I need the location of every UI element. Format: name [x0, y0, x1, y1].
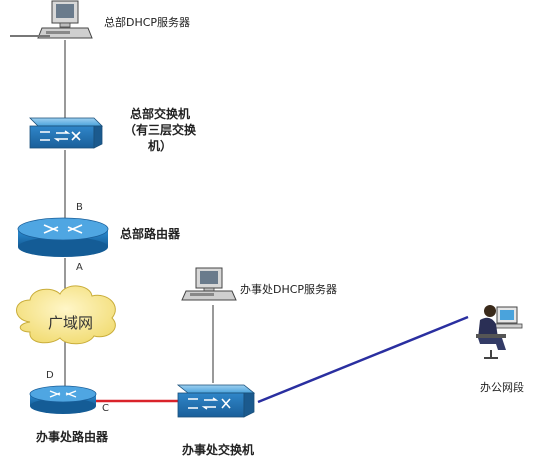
hq-switch-label: 总部交换机 （有三层交换 机） — [112, 106, 208, 154]
branch-router-icon — [29, 385, 97, 414]
hq-router-icon — [17, 217, 109, 257]
port-b-label: B — [76, 202, 83, 213]
wan-cloud-icon — [16, 285, 116, 345]
hq-dhcp-server-icon — [10, 0, 93, 39]
branch-switch-label: 办事处交换机 — [182, 443, 255, 457]
hq-switch-label-line1: 总部交换机 — [129, 107, 190, 121]
hq-dhcp-server-label: 总部DHCP服务器 — [104, 16, 191, 29]
wan-label: 广域网 — [48, 314, 94, 332]
office-user-workstation-icon — [476, 305, 523, 359]
hq-switch-label-line3: 机） — [147, 139, 172, 153]
port-d-label: D — [46, 370, 54, 381]
link-branchswitch-office — [257, 315, 469, 404]
hq-router-label: 总部路由器 — [120, 227, 181, 241]
port-c-label: C — [102, 403, 109, 414]
hq-switch-label-line2: （有三层交换 — [123, 123, 196, 137]
branch-dhcp-server-icon — [181, 267, 237, 301]
branch-switch-icon — [176, 384, 256, 418]
branch-router-label: 办事处路由器 — [36, 430, 109, 444]
port-a-label: A — [76, 262, 83, 273]
hq-switch-icon — [29, 117, 103, 149]
branch-dhcp-server-label: 办事处DHCP服务器 — [240, 283, 338, 296]
office-segment-label: 办公网段 — [480, 381, 524, 394]
